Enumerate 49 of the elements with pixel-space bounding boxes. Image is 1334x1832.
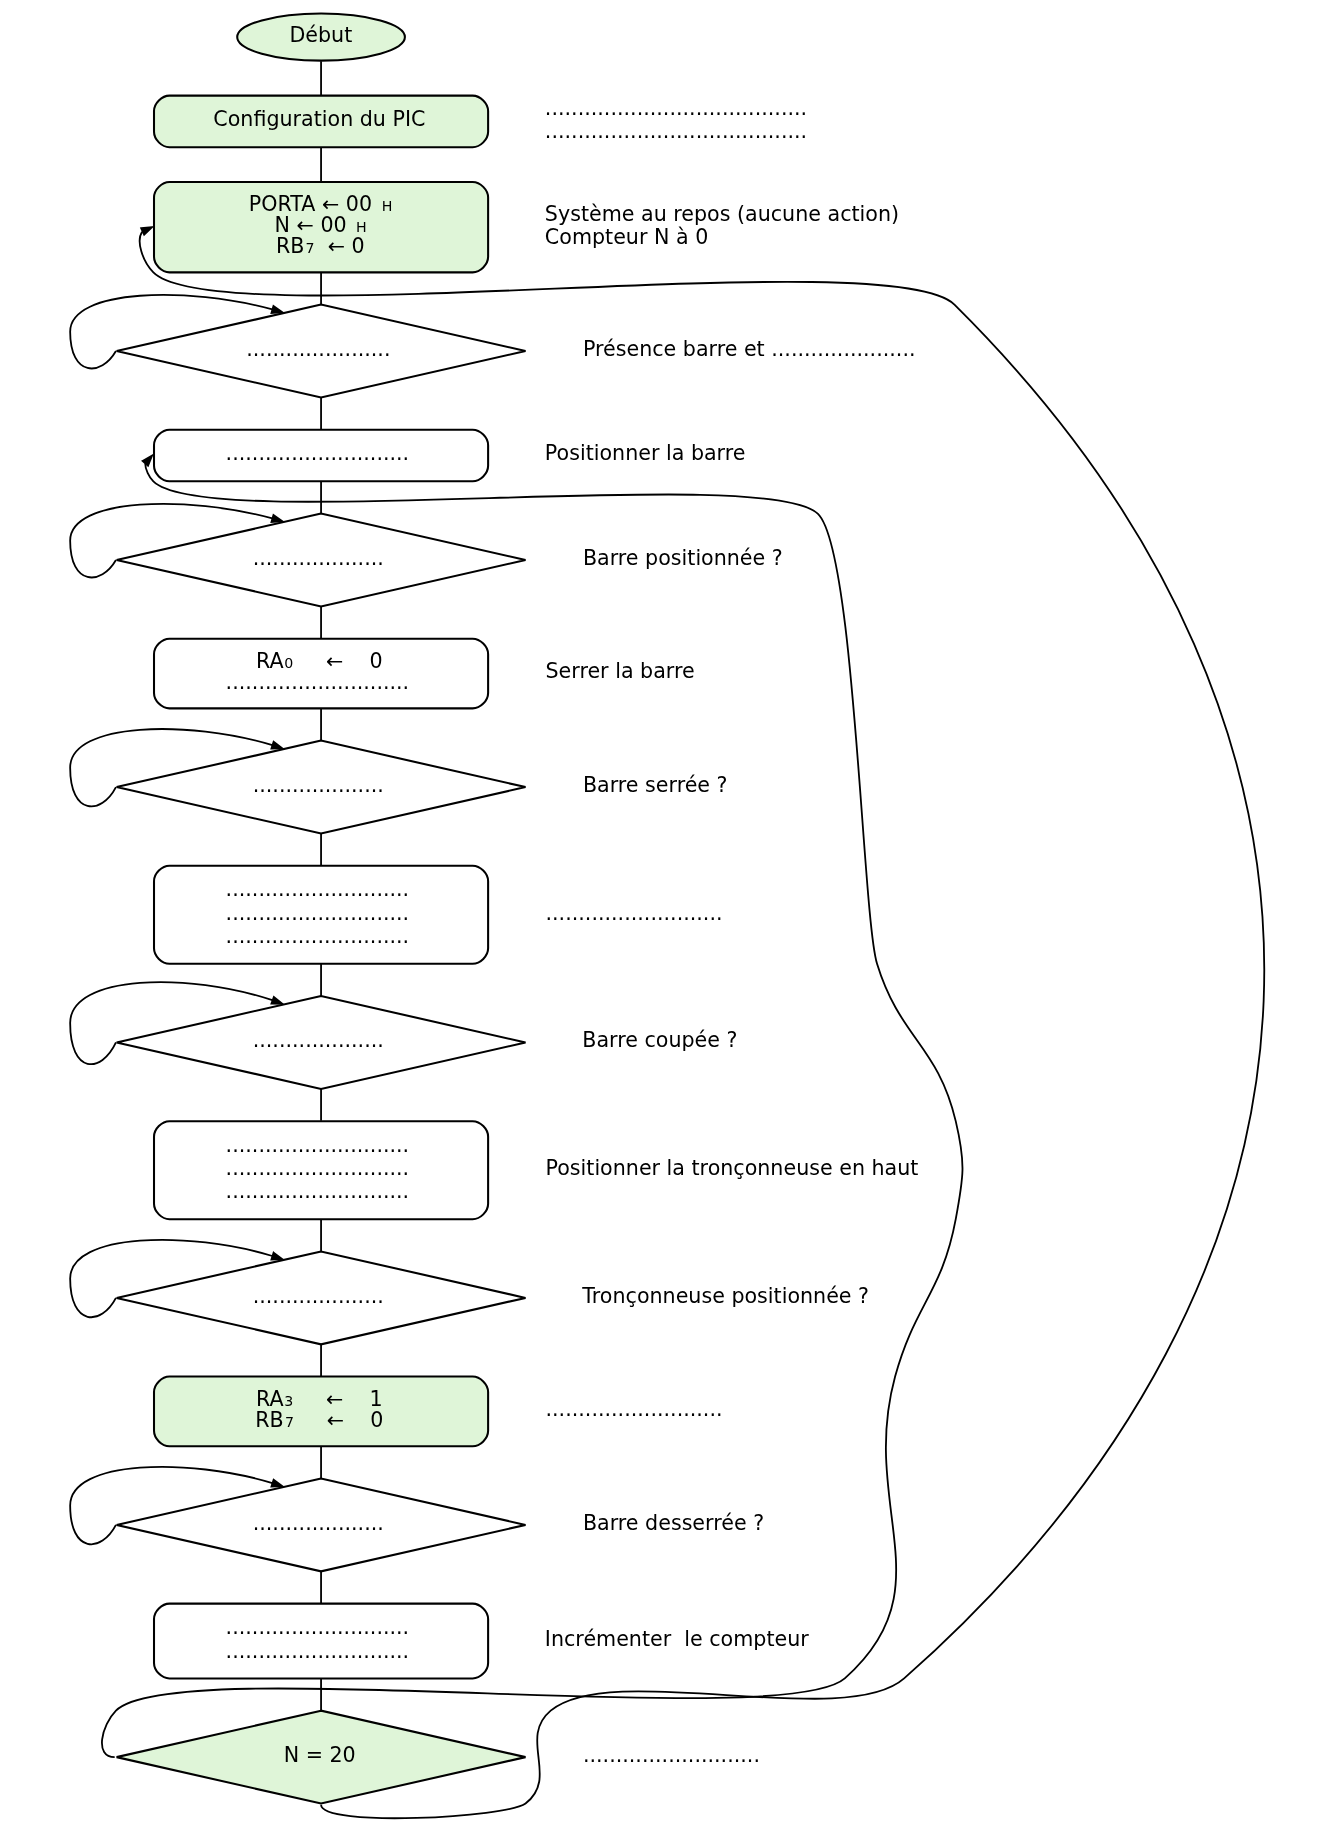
node-label: Incrémenter le compteur (544, 1626, 809, 1651)
node-label: Barre positionnée ? (582, 545, 783, 570)
connector (319, 963, 322, 997)
node-label: ........................................ (544, 95, 807, 120)
arrow (68, 1466, 285, 1546)
connector (319, 1088, 322, 1122)
node-box: ............................ (152, 428, 489, 483)
connector (319, 1344, 322, 1378)
node-label: Positionner la tronçonneuse en haut (545, 1156, 918, 1181)
connector (319, 1677, 322, 1712)
node-label: Barre coupée ? (581, 1028, 737, 1053)
node-box: ............................ ............................ ............................ (152, 864, 489, 965)
node-label: ........................... (582, 1743, 760, 1768)
connector (319, 707, 322, 742)
connector (319, 146, 322, 183)
node-label: Tronçonneuse positionnée ? (581, 1283, 869, 1308)
node-box: Configuration du PIC (152, 94, 489, 149)
node-diamond: N = 20 (115, 1709, 527, 1805)
connector (319, 397, 322, 431)
node-label: Présence barre et ...................... (582, 336, 916, 361)
arrow (68, 728, 285, 808)
arrow (100, 453, 963, 1759)
node-label: ........................................ (544, 118, 807, 143)
node-box: RA0 ← 0 ............................ (152, 637, 489, 710)
connector (319, 1218, 322, 1253)
node-label: Barre desserrée ? (582, 1510, 764, 1535)
connector (319, 271, 322, 306)
connector (319, 480, 322, 515)
arrow (68, 1238, 285, 1319)
connector (319, 60, 322, 97)
node-ellipse: Début (235, 12, 406, 62)
node-label: Compteur N à 0 (544, 224, 708, 249)
arrow (68, 503, 285, 579)
connector (319, 1570, 322, 1605)
arrow (68, 294, 285, 370)
node-label: Positionner la barre (544, 441, 745, 466)
arrow (138, 226, 1265, 1820)
arrow (68, 981, 285, 1066)
node-label: ........................... (545, 1397, 723, 1422)
node-label: Système au repos (aucune action) (544, 201, 899, 226)
node-box: PORTA ← 00 H N ← 00 H RB7 ← 0 (152, 181, 489, 274)
node-label: Serrer la barre (545, 659, 695, 684)
node-box: ............................ ............................ ............................ (152, 1120, 489, 1221)
node-label: Barre serrée ? (582, 772, 728, 797)
connector (319, 1445, 322, 1479)
node-label: ........................... (545, 900, 723, 925)
connector (319, 606, 322, 640)
connector (319, 832, 322, 867)
node-box: ............................ ............................ (152, 1602, 489, 1680)
